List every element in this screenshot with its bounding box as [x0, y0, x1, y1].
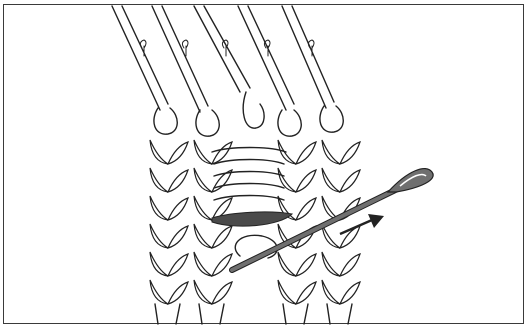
needle-5: [282, 6, 334, 108]
needle-loops: [154, 106, 343, 136]
dropped-loop: [212, 212, 292, 226]
knitted-fabric: [150, 140, 360, 324]
tool-loop: [235, 235, 277, 258]
stitch-column-1: [150, 140, 188, 324]
needle-4: [238, 6, 294, 110]
needle-3-empty: [194, 6, 264, 128]
stitch-column-2: [194, 140, 232, 324]
stitch-column-4: [322, 140, 360, 324]
needle-2: [152, 6, 208, 112]
needle-bed: [112, 6, 334, 128]
